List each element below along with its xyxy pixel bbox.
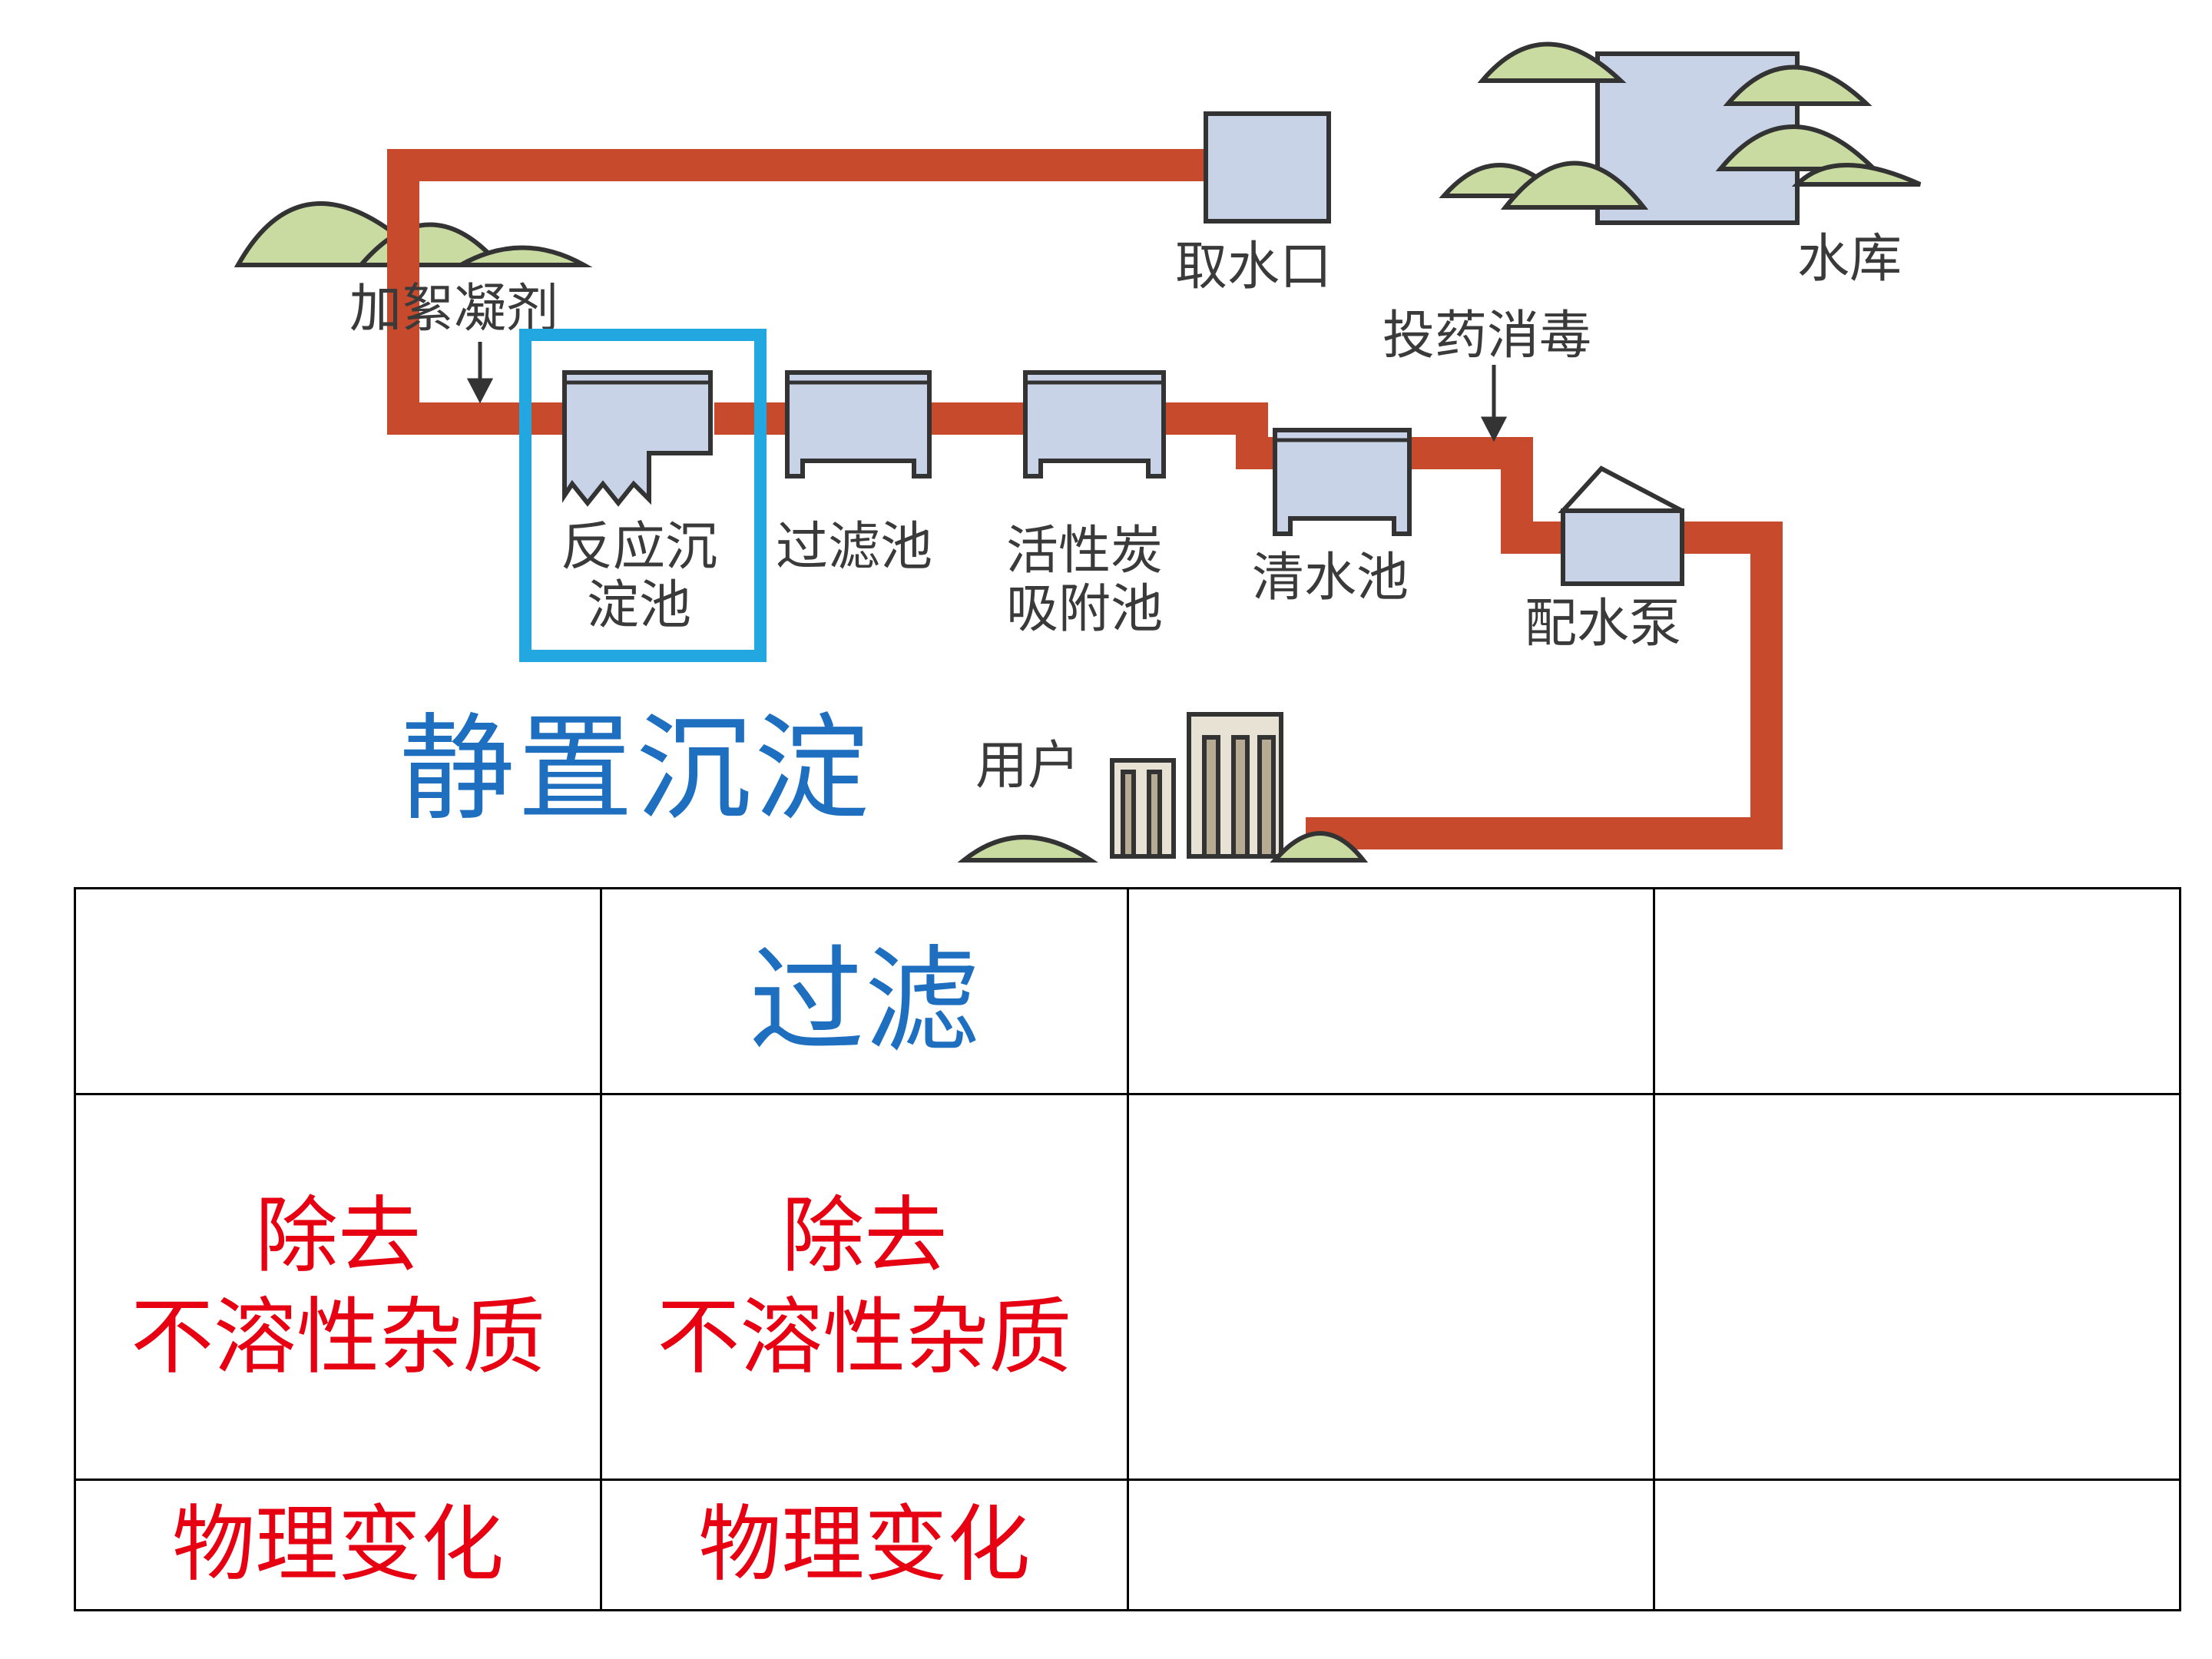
dosing-arrows: [466, 342, 1508, 442]
label-disinfectant: 投药消毒: [1382, 306, 1592, 366]
purpose-line1: 除去: [255, 1187, 422, 1284]
carbon-tank: [1023, 370, 1166, 478]
table-cell-purpose: 除去 不溶性杂质: [73, 1093, 603, 1481]
sedimentation-highlight-box: [519, 329, 767, 662]
table-cell-method-filtration: 过滤: [600, 887, 1129, 1095]
label-clear-water-tank: 清水池: [1252, 548, 1409, 608]
purpose-line2: 不溶性杂质: [131, 1289, 546, 1386]
purpose-line1: 除去: [781, 1187, 948, 1284]
label-reservoir: 水库: [1797, 229, 1902, 290]
table-cell: [1652, 1479, 2182, 1611]
label-sedimentation-line2: 淀池: [587, 575, 692, 637]
label-coagulant: 加絮凝剂: [349, 279, 559, 339]
summary-table: 过滤 除去 不溶性杂质 除去 不溶性杂质: [73, 887, 2182, 1611]
table-row-change-type: 物理变化 物理变化: [73, 1479, 2182, 1611]
diagram-illustration: [233, 41, 1922, 863]
table-cell: [73, 887, 603, 1095]
label-carbon-tank: 活性炭 吸附池: [1006, 522, 1163, 639]
water-treatment-diagram: 取水口 水库 加絮凝剂 投药消毒 反应沉 淀池 过滤池 活性炭 吸附池 清水池 …: [233, 41, 1922, 863]
table-cell-change-type: 物理变化: [600, 1479, 1129, 1611]
table-cell: [1126, 1479, 1655, 1611]
filter-tank: [785, 370, 932, 478]
pump-house: [1558, 465, 1684, 586]
label-users: 用户: [975, 736, 1081, 796]
label-pump: 配水泵: [1525, 594, 1682, 654]
table-cell-change-type: 物理变化: [73, 1479, 603, 1611]
table-cell: [1126, 887, 1655, 1095]
table-row-purpose: 除去 不溶性杂质 除去 不溶性杂质: [73, 1093, 2182, 1481]
table-cell: [1652, 1093, 2182, 1481]
table-row-method: 过滤: [73, 887, 2182, 1095]
reservoir-trees: [1439, 41, 1922, 210]
pipe-network: [387, 149, 1783, 849]
table-cell-purpose: 除去 不溶性杂质: [600, 1093, 1129, 1481]
water-intake-tower: [1204, 111, 1331, 224]
label-carbon-line1: 活性炭: [1006, 521, 1164, 581]
label-sedimentation-tank: 反应沉 淀池: [561, 518, 717, 635]
label-sedimentation-line1: 反应沉: [561, 517, 718, 578]
sedimentation-tank: [562, 370, 713, 507]
label-filter-tank: 过滤池: [776, 517, 933, 578]
label-carbon-line2: 吸附池: [1006, 579, 1164, 641]
purpose-line2: 不溶性杂质: [657, 1289, 1072, 1386]
label-water-intake: 取水口: [1175, 237, 1333, 297]
user-buildings: [1110, 712, 1283, 859]
callout-static-sedimentation: 静置沉淀: [399, 703, 873, 836]
user-bushes: [957, 831, 1369, 863]
table-cell: [1126, 1093, 1655, 1481]
clear-water-tank: [1273, 428, 1412, 536]
table-cell: [1652, 887, 2182, 1095]
